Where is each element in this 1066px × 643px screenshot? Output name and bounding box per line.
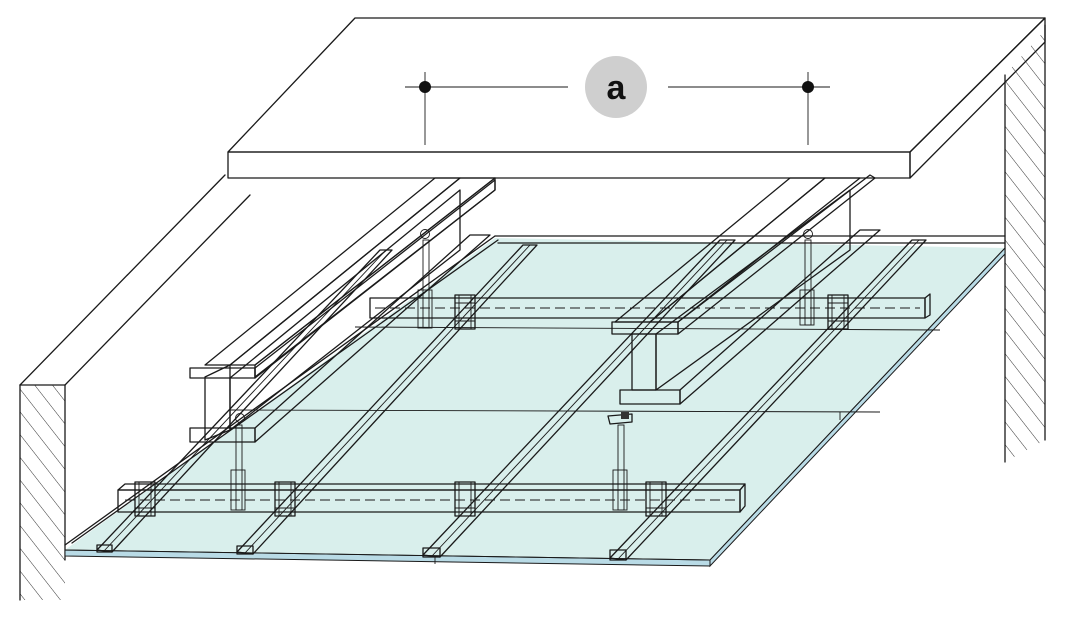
concrete-slab (227, 17, 1046, 179)
hanger-rod (230, 424, 246, 511)
furring-channel (609, 239, 927, 561)
screw-icon (803, 229, 813, 239)
dimension-a: a (405, 56, 830, 145)
clip-icon (607, 412, 633, 425)
furring-channel (422, 239, 736, 558)
steel-beam-right (611, 174, 881, 405)
dimension-label-circle (585, 56, 647, 118)
channel-clips (134, 294, 849, 517)
right-wall (1004, 24, 1046, 463)
clip-icon (134, 481, 156, 517)
furring-channel (236, 244, 538, 555)
left-wall (19, 174, 251, 601)
clip-icon (454, 481, 476, 517)
dimension-dot-icon (802, 81, 814, 93)
main-channel-back (369, 293, 931, 319)
ceiling-boards (64, 238, 1006, 568)
clip-icon (827, 294, 849, 330)
screw-icon (420, 229, 430, 239)
clip-icon (454, 294, 476, 330)
clip-icon (645, 481, 667, 517)
main-channel-front (117, 483, 746, 513)
steel-beam-left (189, 177, 496, 443)
hanger-rod (612, 424, 628, 511)
clip-icon (274, 481, 296, 517)
furring-channels (96, 239, 927, 561)
dimension-dot-icon (419, 81, 431, 93)
dimension-label: a (607, 69, 627, 107)
screw-icon (235, 413, 245, 423)
hanger-rod (417, 239, 433, 329)
